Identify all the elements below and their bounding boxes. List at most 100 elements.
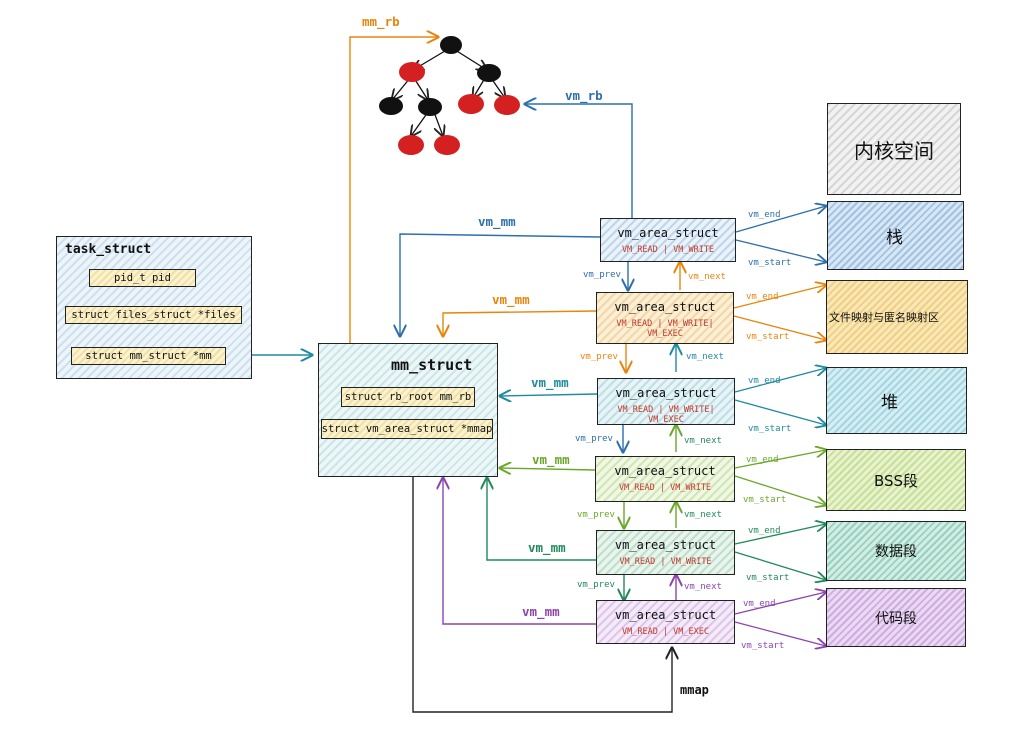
vma-box-mmap: vm_area_struct VM_READ | VM_WRITE| VM_EX…	[596, 292, 734, 344]
vm-prev-label-4: vm_prev	[577, 510, 615, 520]
segment-mmap-region: 文件映射与匿名映射区	[826, 280, 968, 354]
segment-stack: 栈	[827, 201, 964, 270]
vm-start-label-6: vm_start	[741, 641, 785, 651]
vm-next-label-1: vm_next	[688, 272, 726, 282]
segment-label: 文件映射与匿名映射区	[829, 311, 939, 324]
vm-start-label-3: vm_start	[748, 424, 792, 434]
vm-end-arrow-6	[734, 592, 826, 615]
vm-mm-label-3: vm_mm	[531, 375, 569, 390]
vm-end-arrow-2	[733, 285, 826, 309]
vm-prev-label-2: vm_prev	[580, 352, 618, 362]
rb-node-red	[398, 135, 424, 155]
vma-box-stack: vm_area_struct VM_READ | VM_WRITE	[600, 218, 736, 262]
vma-title: vm_area_struct	[614, 300, 716, 314]
rb-node-red	[458, 94, 484, 114]
mm-rb-label: mm_rb	[362, 14, 400, 29]
vm-start-arrow-3	[734, 399, 826, 425]
rb-node-root	[440, 36, 462, 54]
vma-title: vm_area_struct	[614, 464, 716, 478]
rb-node-red	[434, 135, 460, 155]
vm-start-label-4: vm_start	[743, 495, 787, 505]
rb-node-black	[418, 98, 442, 116]
segment-label: 内核空间	[854, 138, 934, 163]
segment-label: 代码段	[875, 610, 917, 627]
mm-rb-arrow	[349, 37, 438, 386]
vm-next-label-5: vm_next	[684, 582, 722, 592]
task-struct-box: task_struct pid_t pid struct files_struc…	[56, 236, 252, 379]
mmap-label: mmap	[680, 683, 709, 697]
vm-rb-label: vm_rb	[565, 88, 603, 103]
vma-title: vm_area_struct	[617, 226, 719, 240]
vma-box-bss: vm_area_struct VM_READ | VM_WRITE	[595, 456, 735, 502]
vm-end-label-5: vm_end	[748, 526, 781, 536]
segment-heap: 堆	[826, 367, 967, 434]
vma-flags: VM_READ | VM_WRITE	[619, 557, 712, 567]
segment-bss: BSS段	[826, 449, 966, 511]
pid-field: pid_t pid	[89, 269, 196, 287]
vm-start-label-5: vm_start	[746, 573, 790, 583]
vm-mm-arrow-3	[500, 394, 598, 396]
vm-start-arrow-1	[735, 239, 826, 262]
vm-end-label-6: vm_end	[743, 599, 776, 609]
vm-start-arrow-6	[734, 621, 826, 646]
rb-tree-nodes	[379, 36, 520, 155]
rb-node-red	[399, 62, 425, 82]
mm-field: struct mm_struct *mm	[71, 347, 226, 365]
vm-end-label-3: vm_end	[748, 376, 781, 386]
vma-box-data: vm_area_struct VM_READ | VM_WRITE	[596, 530, 735, 575]
segment-data: 数据段	[826, 521, 966, 581]
vm-start-label-2: vm_start	[746, 332, 790, 342]
mm-struct-title: mm_struct	[391, 356, 473, 374]
vm-end-label-1: vm_end	[748, 210, 781, 220]
vma-title: vm_area_struct	[614, 608, 717, 622]
segment-kernel-space: 内核空间	[827, 103, 961, 195]
vma-flags: VM_READ | VM_WRITE| VM_EXEC	[617, 405, 715, 425]
vm-rb-arrow	[525, 104, 633, 218]
rb-node-black	[477, 64, 501, 82]
vma-title: vm_area_struct	[614, 538, 717, 552]
vma-title: vm_area_struct	[615, 386, 717, 400]
vm-mm-label-5: vm_mm	[528, 540, 566, 555]
segment-label: 数据段	[875, 544, 917, 560]
vm-end-arrow-1	[735, 206, 826, 233]
vm-end-arrow-3	[734, 368, 826, 393]
vm-prev-label-5: vm_prev	[577, 580, 615, 590]
vm-mm-label-1: vm_mm	[478, 214, 516, 229]
vm-mm-arrow-5	[487, 478, 596, 561]
vm-next-label-2: vm_next	[686, 352, 724, 362]
segment-label: BSS段	[873, 471, 919, 490]
rb-node-red	[494, 95, 520, 115]
vma-flags: VM_READ | VM_WRITE	[621, 245, 715, 255]
vm-mm-label-6: vm_mm	[522, 604, 560, 619]
segment-label: 堆	[881, 393, 898, 413]
vm-end-label-4: vm_end	[746, 455, 779, 465]
vm-next-label-3: vm_next	[684, 436, 722, 446]
vm-mm-arrow-4	[500, 468, 596, 470]
vma-flags: VM_READ | VM_WRITE	[618, 483, 712, 493]
mmap-field: struct vm_area_struct *mmap	[321, 419, 493, 439]
mmap-arrow	[412, 436, 672, 713]
vm-mm-label-2: vm_mm	[492, 292, 530, 307]
vm-next-label-4: vm_next	[684, 510, 722, 520]
vm-start-arrow-2	[733, 315, 826, 340]
mm-struct-box: mm_struct struct rb_root mm_rb struct vm…	[318, 343, 498, 477]
files-field: struct files_struct *files	[65, 306, 242, 324]
vma-box-heap: vm_area_struct VM_READ | VM_WRITE| VM_EX…	[597, 378, 735, 425]
vma-flags: VM_READ | VM_EXEC	[622, 627, 709, 637]
mm-rb-field: struct rb_root mm_rb	[341, 387, 475, 407]
vm-start-label-1: vm_start	[748, 258, 792, 268]
vm-mm-arrow-2	[443, 310, 597, 336]
vm-start-arrow-4	[734, 475, 826, 505]
vma-flags: VM_READ | VM_WRITE| VM_EXEC	[616, 319, 714, 339]
vm-end-arrow-5	[734, 524, 826, 545]
segment-text: 代码段	[826, 588, 966, 647]
vm-mm-arrow-1	[400, 233, 601, 336]
vm-end-label-2: vm_end	[746, 292, 779, 302]
rb-tree	[392, 47, 505, 136]
vma-box-text: vm_area_struct VM_READ | VM_EXEC	[596, 600, 735, 644]
vm-mm-label-4: vm_mm	[532, 452, 570, 467]
vm-start-arrow-5	[734, 551, 826, 580]
rb-node-black	[379, 97, 403, 115]
